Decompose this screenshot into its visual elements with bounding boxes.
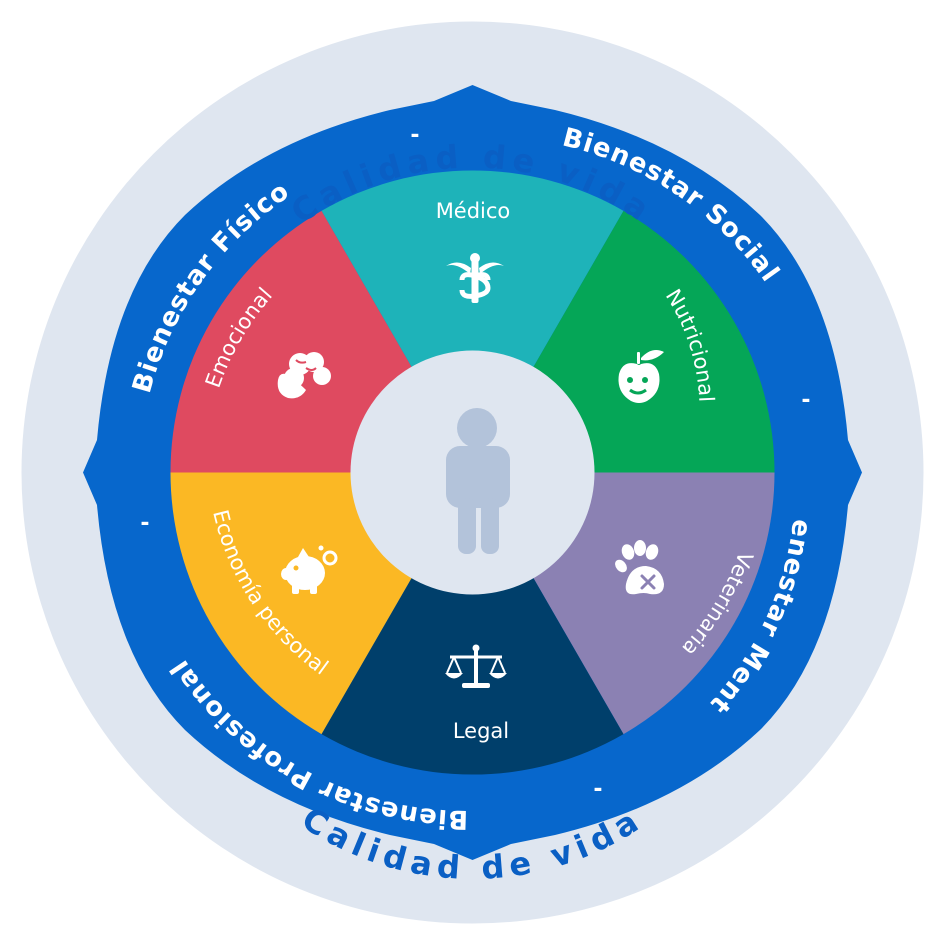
scales-icon [445, 644, 507, 688]
segment-legal-wedge [321, 472, 624, 775]
segment-medico-wedge [321, 170, 624, 473]
segment-label-medico: Médico [436, 199, 511, 223]
ring-separator-right: - [801, 388, 810, 413]
ring-separator-left: - [140, 511, 149, 536]
segment-medico[interactable] [321, 170, 624, 473]
ring-separator-top: - [410, 123, 419, 148]
segment-legal[interactable] [321, 472, 624, 775]
person-icon [446, 408, 510, 554]
caduceus-icon [446, 253, 504, 303]
ring-separator-bottom: - [593, 777, 602, 802]
paw-icon [615, 540, 664, 595]
apple-icon [618, 350, 664, 403]
segment-label-legal: Legal [453, 719, 509, 743]
brain-heart-icon [277, 352, 331, 399]
piggy-bank-icon [281, 545, 338, 594]
